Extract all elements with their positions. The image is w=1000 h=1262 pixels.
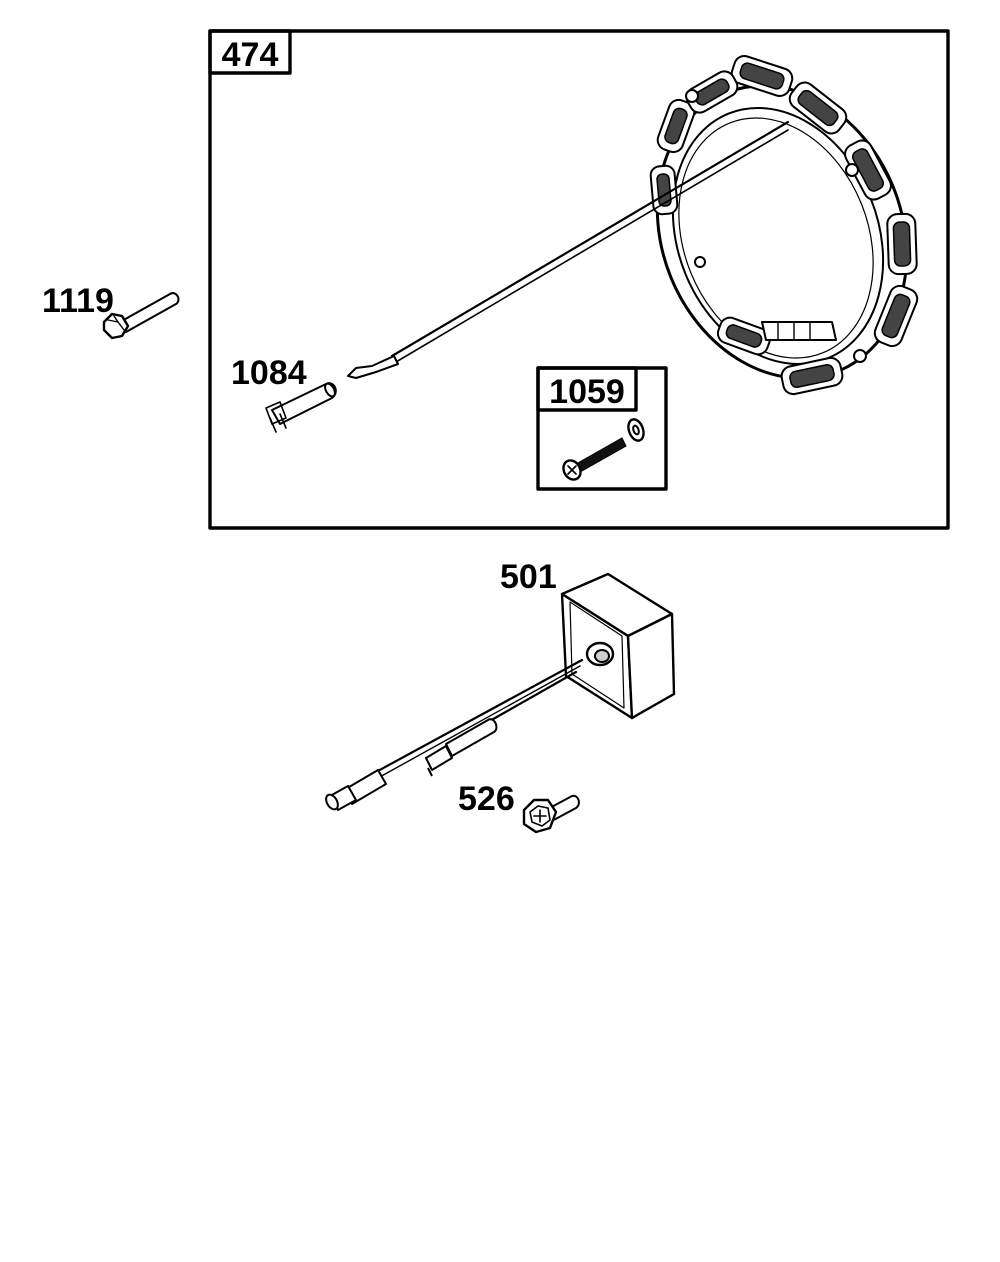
stator-coil	[716, 316, 772, 356]
wire-connector-slot	[265, 401, 287, 433]
stator-ring-lip	[678, 117, 874, 359]
stator-terminal-slots	[777, 321, 811, 341]
module-wire	[486, 670, 578, 724]
stator-mount-hole	[685, 89, 699, 103]
screw-kit-screw-slot	[567, 465, 577, 475]
stator-bolt-flats	[107, 315, 125, 331]
wire-connector-part	[265, 382, 337, 433]
stator-terminal-block	[761, 321, 837, 341]
stator-lead-wire	[347, 120, 790, 379]
screw-kit-callout-box	[536, 366, 638, 412]
stator-coil	[886, 212, 918, 276]
stator-coils	[649, 55, 919, 396]
module-wire-boot	[445, 718, 498, 757]
callout-1119: 1119	[42, 282, 114, 320]
stator-mount-hole	[694, 256, 706, 268]
callout-526: 526	[458, 780, 515, 818]
stator-group-frame	[208, 29, 950, 530]
screw-kit-screw-shank	[575, 437, 627, 473]
screw-kit-group: 1059	[536, 366, 668, 491]
lead-wire-second-strand	[395, 129, 789, 363]
module-wire	[374, 658, 584, 774]
stator-coil	[780, 356, 844, 396]
stator-bolt-shank	[119, 292, 180, 333]
callout-501: 501	[500, 558, 557, 596]
stator-mount-hole	[853, 349, 867, 363]
callout-1059: 1059	[549, 373, 625, 411]
stator-bolt-part	[102, 292, 180, 340]
callout-474: 474	[222, 36, 279, 74]
module-side-face	[626, 612, 676, 720]
screw-kit-washer-hole	[632, 424, 640, 436]
module-front-inset	[569, 601, 625, 709]
wire-connector-end	[324, 382, 336, 398]
stator-callout-box	[208, 29, 292, 75]
stator-coil	[873, 284, 919, 348]
callout-1084: 1084	[231, 354, 307, 392]
module-wire-plug-end	[325, 793, 339, 811]
stator-coil	[730, 55, 794, 97]
stator-part	[649, 55, 919, 396]
module-screw-recess	[533, 809, 547, 823]
lead-wire-terminal	[347, 355, 399, 379]
stator-coil	[656, 98, 696, 154]
lead-wire	[390, 120, 790, 358]
ignition-module-part	[325, 572, 676, 811]
stator-coil	[844, 139, 892, 201]
module-screw-hex	[529, 805, 551, 827]
module-screw-part	[522, 794, 580, 834]
module-grommet-hole	[594, 649, 610, 663]
module-wire	[377, 665, 581, 779]
module-wire-clip	[425, 745, 453, 777]
stator-group: 474	[208, 29, 950, 530]
stator-coil	[788, 81, 848, 135]
stator-mount-hole	[845, 163, 859, 177]
